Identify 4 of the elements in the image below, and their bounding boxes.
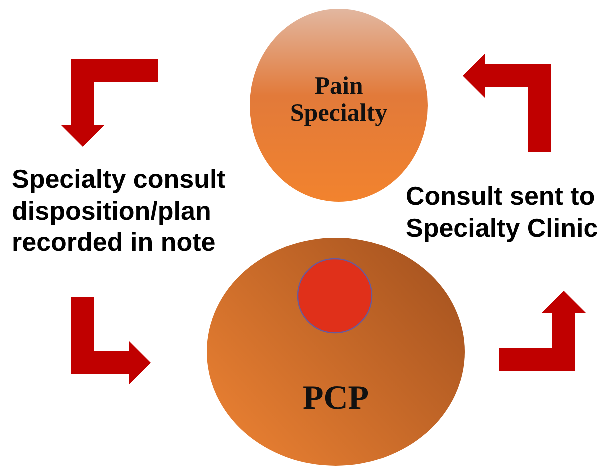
node-label: PCP [302,381,370,417]
step-caption: Specialty consult disposition/plan recorded in note [12,164,227,260]
step-caption: Consult sent to Specialty Clinic [406,181,600,244]
node-label: Pain Specialty [289,74,389,127]
